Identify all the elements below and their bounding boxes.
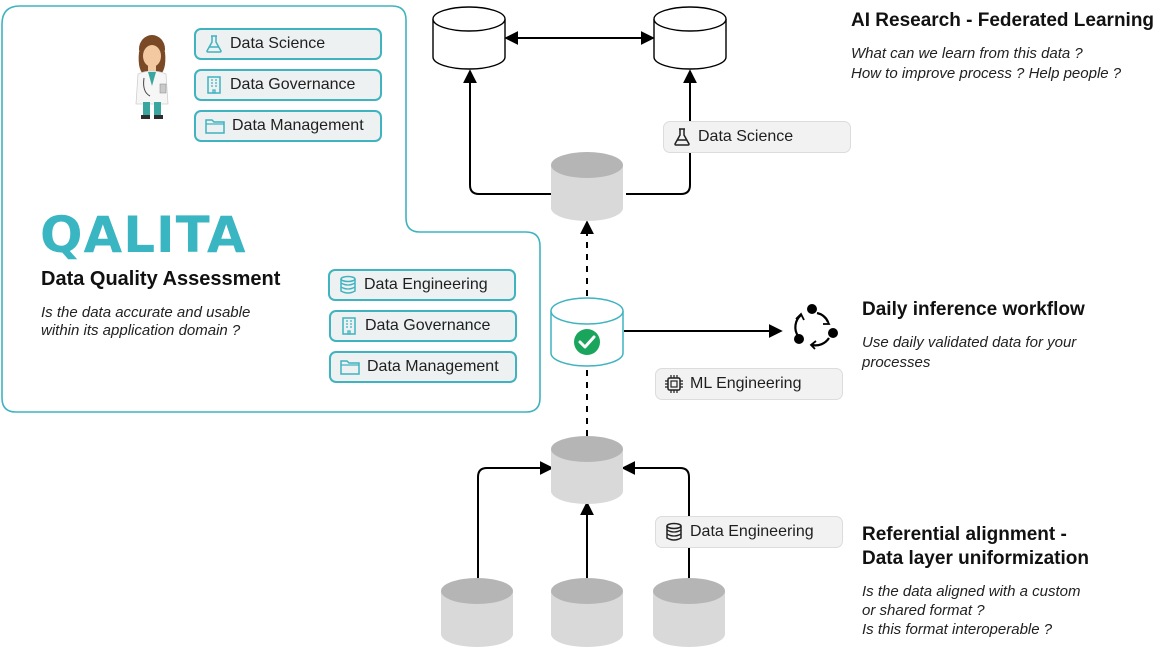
- research-line2: How to improve process ? Help people ?: [851, 65, 1122, 82]
- chip-icon: [665, 375, 683, 393]
- aligned-db: [551, 436, 623, 504]
- pill-label: Data Management: [367, 358, 499, 375]
- arrow-to-right-research-db: [626, 69, 697, 195]
- pill-data-management: Data Management: [194, 110, 382, 142]
- assessment-description-line2: within its application domain ?: [41, 322, 241, 339]
- pill-label: Data Management: [232, 117, 364, 134]
- arrow-source-left: [477, 461, 554, 578]
- research-db-left: [432, 6, 506, 70]
- alignment-line3: Is this format interoperable ?: [862, 621, 1053, 638]
- pill-label: Data Governance: [230, 76, 356, 93]
- building-icon: [342, 317, 356, 335]
- pill-label: Data Engineering: [364, 276, 488, 293]
- assessment-description-line1: Is the data accurate and usable: [41, 304, 251, 321]
- research-line1: What can we learn from this data ?: [851, 45, 1083, 62]
- alignment-title-line1: Referential alignment -: [862, 524, 1067, 545]
- research-title: AI Research - Federated Learning: [851, 10, 1155, 31]
- pill-flow-data-science: Data Science: [663, 121, 851, 153]
- inference-line1: Use daily validated data for your: [862, 334, 1077, 351]
- database-icon: [340, 275, 356, 294]
- pill-label: Data Engineering: [690, 523, 814, 540]
- check-icon: [574, 329, 600, 355]
- source-db-right: [653, 578, 725, 647]
- folder-icon: [205, 119, 225, 134]
- arrow-to-left-research-db: [463, 69, 551, 195]
- flask-icon: [206, 35, 222, 53]
- alignment-line1: Is the data aligned with a custom: [862, 583, 1081, 600]
- validated-db: [550, 297, 624, 367]
- pill-label: Data Governance: [365, 317, 491, 334]
- pill-data-science: Data Science: [194, 28, 382, 60]
- pill-data-engineering: Data Engineering: [328, 269, 516, 301]
- pill-label: Data Science: [698, 128, 794, 145]
- pill-data-governance-2: Data Governance: [329, 310, 517, 342]
- building-icon: [207, 76, 221, 94]
- pill-ml-engineering: ML Engineering: [655, 368, 843, 400]
- inference-line2: processes: [862, 354, 931, 371]
- source-db-left: [441, 578, 513, 647]
- alignment-line2: or shared format ?: [862, 602, 985, 619]
- pill-data-management-2: Data Management: [329, 351, 517, 383]
- federated-db: [551, 152, 623, 221]
- doctor-avatar: [135, 35, 169, 119]
- pill-data-governance: Data Governance: [194, 69, 382, 101]
- database-icon: [666, 522, 682, 541]
- arrow-source-right: [621, 461, 690, 578]
- pill-label: ML Engineering: [690, 375, 802, 392]
- flask-icon: [674, 128, 690, 146]
- inference-title: Daily inference workflow: [862, 299, 1085, 320]
- pill-label: Data Science: [230, 35, 326, 52]
- pill-flow-data-engineering: Data Engineering: [655, 516, 843, 548]
- research-db-right: [653, 6, 727, 70]
- source-db-middle: [551, 578, 623, 647]
- alignment-title-line2: Data layer uniformization: [862, 548, 1089, 569]
- folder-icon: [340, 360, 360, 375]
- qalita-logo: QALITA: [40, 206, 247, 264]
- assessment-title: Data Quality Assessment: [41, 268, 281, 290]
- assessment-region-outline: [1, 5, 541, 413]
- cycle-workflow-icon: [794, 304, 838, 350]
